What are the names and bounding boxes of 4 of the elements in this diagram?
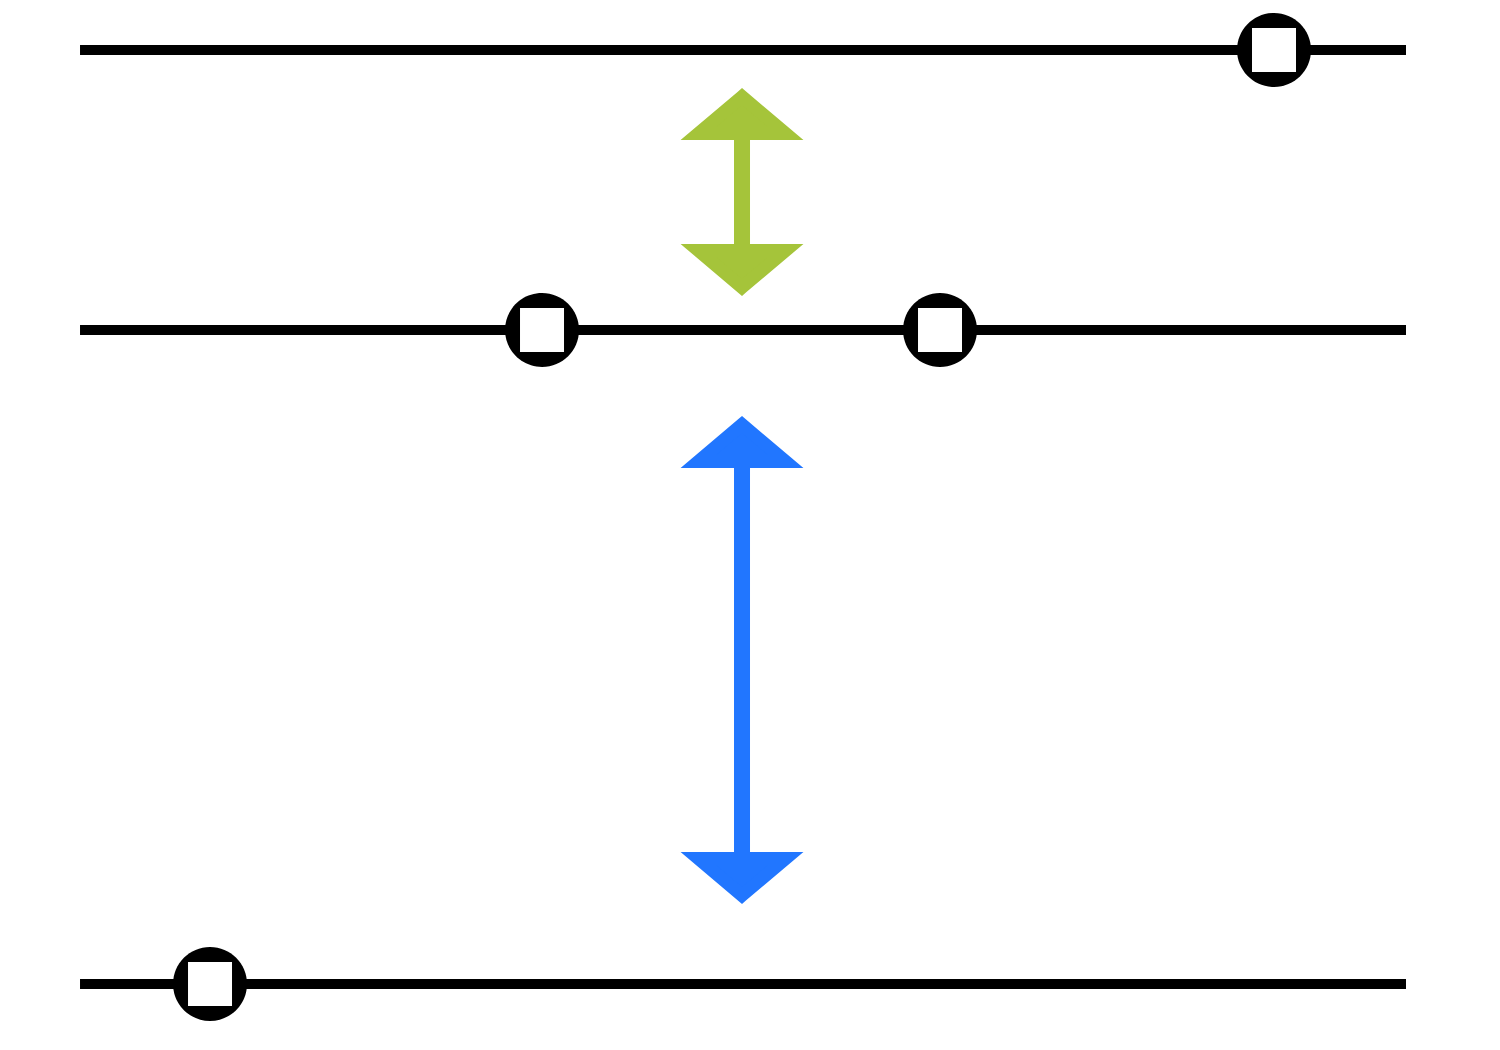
marker xyxy=(505,293,579,367)
marker xyxy=(173,947,247,1021)
marker xyxy=(1237,13,1311,87)
marker xyxy=(903,293,977,367)
